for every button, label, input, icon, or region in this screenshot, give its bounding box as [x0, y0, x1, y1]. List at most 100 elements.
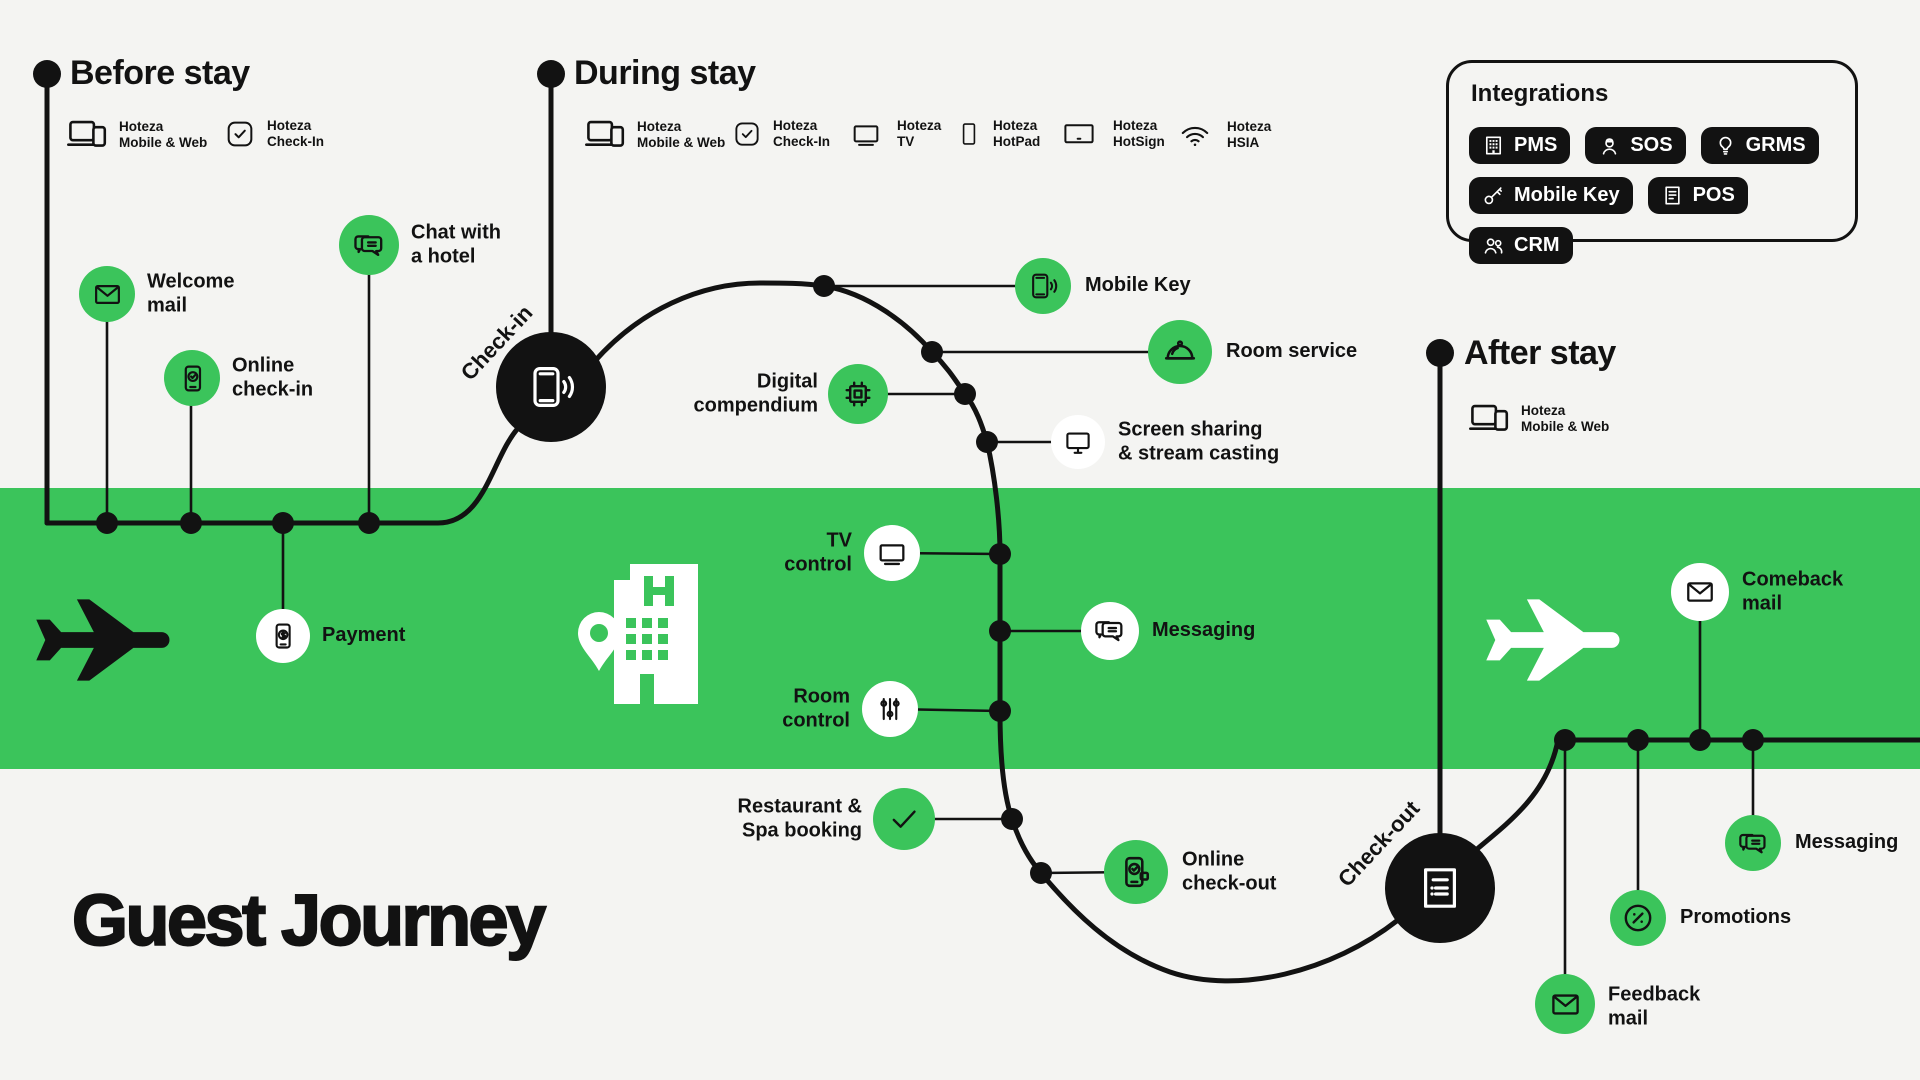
node-label-messaging-during: Messaging: [1152, 619, 1256, 642]
phone-dollar-icon: [268, 621, 298, 651]
node-label-feedback-mail: Feedback mail: [1608, 983, 1701, 1029]
tool-label: Hoteza Check-In: [267, 118, 325, 149]
percent-icon: [1621, 901, 1655, 935]
node-label-room-service: Room service: [1226, 340, 1358, 363]
laptop-phone-icon: [1468, 400, 1510, 438]
tool-label: Hoteza Mobile & Web: [1521, 403, 1610, 434]
tool-hoteza-hotsign: Hoteza HotSign: [1056, 118, 1165, 150]
integration-label: GRMS: [1745, 134, 1806, 156]
tool-hoteza-hsia: Hoteza HSIA: [1174, 118, 1271, 152]
node-messaging-during: [1081, 602, 1139, 660]
chat-icon: [353, 229, 386, 262]
tool-hoteza-checkin: Hoteza Check-In: [732, 118, 830, 150]
node-label-promotions: Promotions: [1680, 906, 1792, 929]
integrations-panel: Integrations PMS SOS GRMS Mobile Key POS…: [1446, 60, 1858, 264]
node-label-chat-with-hotel: Chat with a hotel: [411, 221, 501, 267]
integration-label: SOS: [1630, 134, 1673, 156]
tool-label: Hoteza HSIA: [1227, 119, 1272, 150]
tool-label: Hoteza Mobile & Web: [119, 119, 208, 150]
integration-grms: GRMS: [1700, 127, 1819, 164]
node-label-tv-control: TV control: [784, 529, 852, 575]
chip-icon: [841, 377, 875, 411]
node-label-messaging-after: Messaging: [1795, 831, 1899, 854]
phone-wave-icon: [525, 363, 577, 411]
monitor-icon: [1063, 427, 1093, 457]
tablet-icon: [956, 118, 982, 150]
laptop-phone-icon: [584, 116, 626, 154]
chat-icon: [1094, 615, 1126, 647]
stage-heading-after: After stay: [1464, 334, 1616, 372]
integration-label: Mobile Key: [1514, 184, 1620, 206]
tv-icon: [876, 537, 908, 569]
node-label-screen-sharing: Screen sharing & stream casting: [1118, 418, 1280, 464]
node-label-room-control: Room control: [782, 685, 850, 731]
lightbulb-icon: [1714, 134, 1737, 157]
checkmark-icon: [887, 802, 921, 836]
bellboy-icon: [1598, 134, 1621, 157]
node-tv-control: [864, 525, 920, 581]
integration-pos: POS: [1647, 177, 1748, 214]
laptop-phone-icon: [66, 116, 108, 154]
node-label-online-checkout: Online check-out: [1182, 848, 1277, 894]
integration-sos: SOS: [1585, 127, 1686, 164]
checkbox-icon: [224, 118, 256, 150]
before-stay-line: [44, 423, 523, 526]
page-title: Guest Journey: [71, 880, 547, 962]
node-promotions: [1610, 890, 1666, 946]
node-restaurant-spa-booking: [873, 788, 935, 850]
integration-mobile-key: Mobile Key: [1469, 177, 1633, 214]
people-icon: [1482, 234, 1505, 257]
sliders-icon: [875, 694, 905, 724]
node-digital-compendium: [828, 364, 888, 424]
tool-hoteza-checkin: Hoteza Check-In: [224, 118, 324, 150]
tool-label: Hoteza Mobile & Web: [637, 119, 726, 150]
mail-icon: [1549, 988, 1582, 1021]
tool-hoteza-mobile-web: Hoteza Mobile & Web: [66, 116, 207, 154]
tool-label: Hoteza Check-In: [773, 118, 831, 149]
tool-label: Hoteza HotPad: [993, 118, 1041, 149]
chat-icon: [1738, 828, 1769, 859]
mail-icon: [92, 279, 123, 310]
node-online-checkout: [1104, 840, 1168, 904]
integration-crm: CRM: [1469, 227, 1573, 264]
node-chat-with-hotel: [339, 215, 399, 275]
key-icon: [1482, 184, 1505, 207]
integration-label: POS: [1692, 184, 1735, 206]
cloche-icon: [1162, 334, 1198, 370]
node-label-online-checkin: Online check-in: [232, 354, 314, 400]
tool-label: Hoteza HotSign: [1113, 118, 1165, 149]
mail-icon: [1684, 576, 1716, 608]
tool-hoteza-mobile-web: Hoteza Mobile & Web: [584, 116, 725, 154]
document-icon: [1416, 864, 1464, 912]
airplane-icon: [1484, 588, 1624, 692]
node-label-payment: Payment: [322, 624, 406, 647]
hotel-building-icon: [578, 556, 698, 709]
tool-hoteza-mobile-web: Hoteza Mobile & Web: [1468, 400, 1609, 438]
wifi-icon: [1174, 118, 1216, 152]
integrations-title: Integrations: [1471, 80, 1609, 107]
node-feedback-mail: [1535, 974, 1595, 1034]
stage-heading-before: Before stay: [70, 54, 250, 92]
phone-wave-icon: [1027, 271, 1059, 301]
tool-hoteza-tv: Hoteza TV: [846, 118, 941, 150]
checkout-exit-curve: [1474, 737, 1920, 852]
main-journey-curve: [591, 280, 1401, 984]
tv-icon: [846, 118, 886, 150]
building-grid-icon: [1482, 134, 1505, 157]
node-payment: [256, 609, 310, 663]
node-room-service: [1148, 320, 1212, 384]
integration-label: CRM: [1514, 234, 1560, 256]
tool-hoteza-hotpad: Hoteza HotPad: [956, 118, 1040, 150]
phone-checkout-icon: [1118, 854, 1154, 890]
node-label-digital-compendium: Digital compendium: [693, 370, 818, 416]
airplane-icon: [34, 588, 174, 692]
node-comeback-mail: [1671, 563, 1729, 621]
node-room-control: [862, 681, 918, 737]
node-messaging-after: [1725, 815, 1781, 871]
node-label-comeback-mail: Comeback mail: [1742, 568, 1844, 614]
node-label-mobile-key: Mobile Key: [1085, 274, 1191, 297]
receipt-icon: [1661, 184, 1684, 207]
integration-pms: PMS: [1469, 127, 1571, 164]
